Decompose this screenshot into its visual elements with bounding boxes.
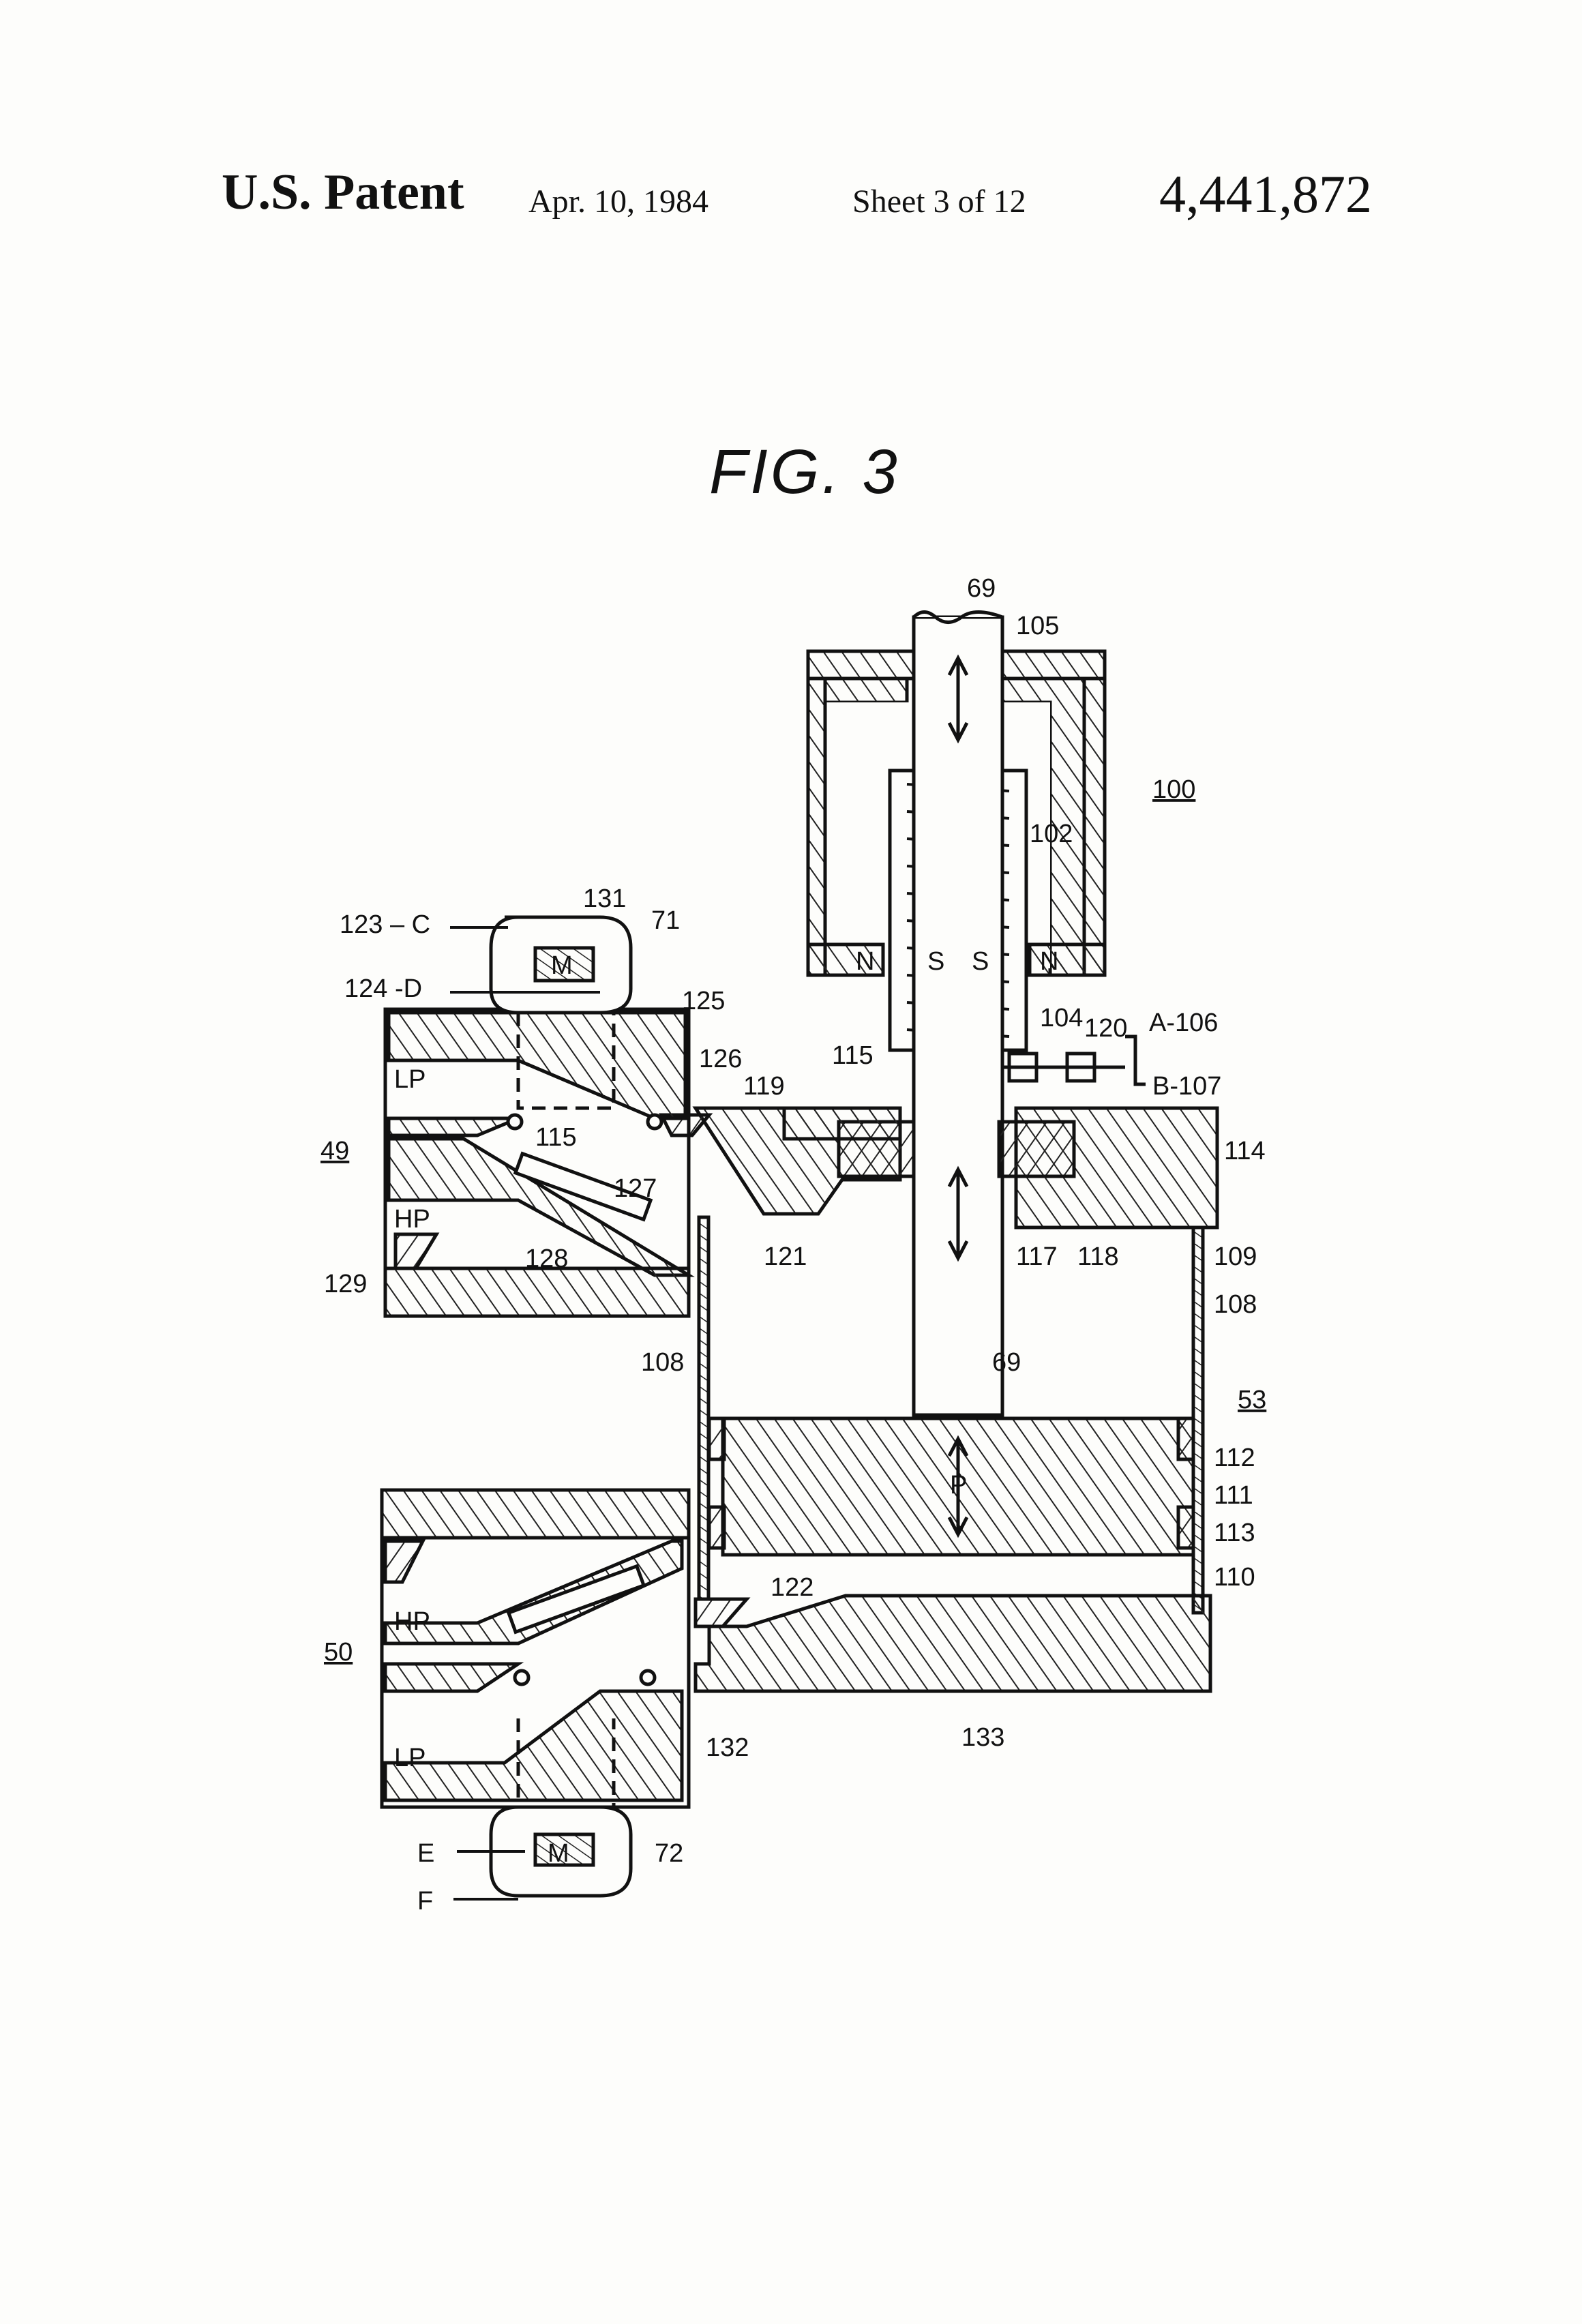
label-127: 127: [614, 1174, 657, 1203]
label-111: 111: [1214, 1481, 1253, 1510]
label-f: F: [417, 1887, 433, 1916]
label-115-left: 115: [535, 1123, 577, 1152]
label-112: 112: [1214, 1444, 1255, 1472]
label-126: 126: [699, 1045, 742, 1073]
label-123-c: 123 – C: [340, 910, 430, 939]
label-113: 113: [1214, 1519, 1255, 1547]
label-lp-bot: LP: [394, 1744, 426, 1772]
label-s-left: S: [927, 947, 944, 976]
label-105: 105: [1016, 612, 1059, 640]
label-117: 117: [1016, 1242, 1058, 1271]
label-n-left: N: [856, 947, 874, 976]
label-53: 53: [1238, 1386, 1266, 1414]
label-114: 114: [1224, 1137, 1266, 1165]
label-119: 119: [743, 1072, 785, 1101]
label-69-mid: 69: [992, 1348, 1021, 1377]
label-104: 104: [1040, 1004, 1083, 1032]
label-132: 132: [706, 1733, 749, 1762]
label-a-106: A-106: [1149, 1009, 1218, 1037]
label-m-bot: M: [548, 1839, 569, 1868]
label-128: 128: [525, 1245, 568, 1273]
label-69-top: 69: [967, 574, 996, 603]
label-108-right: 108: [1214, 1290, 1257, 1319]
label-72: 72: [655, 1839, 683, 1868]
figure-labels: 69 105 100 102 N S S N 104 120 A-106 B-1…: [320, 574, 1266, 1916]
label-110: 110: [1214, 1563, 1255, 1592]
label-129: 129: [324, 1270, 367, 1298]
label-s-right: S: [972, 947, 989, 976]
label-hp-top: HP: [394, 1205, 430, 1234]
label-100: 100: [1152, 775, 1195, 804]
label-50: 50: [324, 1638, 353, 1667]
label-m-top: M: [551, 951, 573, 980]
label-71: 71: [651, 906, 680, 935]
label-e: E: [417, 1839, 434, 1868]
label-49: 49: [320, 1137, 349, 1165]
lower-valve-50: [382, 1490, 689, 1896]
label-124-d: 124 -D: [344, 974, 422, 1003]
label-109: 109: [1214, 1242, 1257, 1271]
label-118: 118: [1077, 1242, 1119, 1271]
label-hp-bot: HP: [394, 1607, 430, 1636]
label-120: 120: [1084, 1014, 1127, 1043]
label-115-right: 115: [832, 1041, 874, 1070]
label-n-right: N: [1040, 947, 1058, 976]
label-102: 102: [1030, 820, 1073, 848]
label-133: 133: [961, 1723, 1004, 1752]
label-b-107: B-107: [1152, 1072, 1221, 1101]
label-108-left: 108: [641, 1348, 684, 1377]
label-122: 122: [771, 1573, 814, 1602]
label-lp-top: LP: [394, 1065, 426, 1094]
label-125: 125: [682, 987, 725, 1015]
label-121: 121: [764, 1242, 807, 1271]
label-p: P: [950, 1471, 967, 1500]
label-131: 131: [583, 884, 626, 913]
